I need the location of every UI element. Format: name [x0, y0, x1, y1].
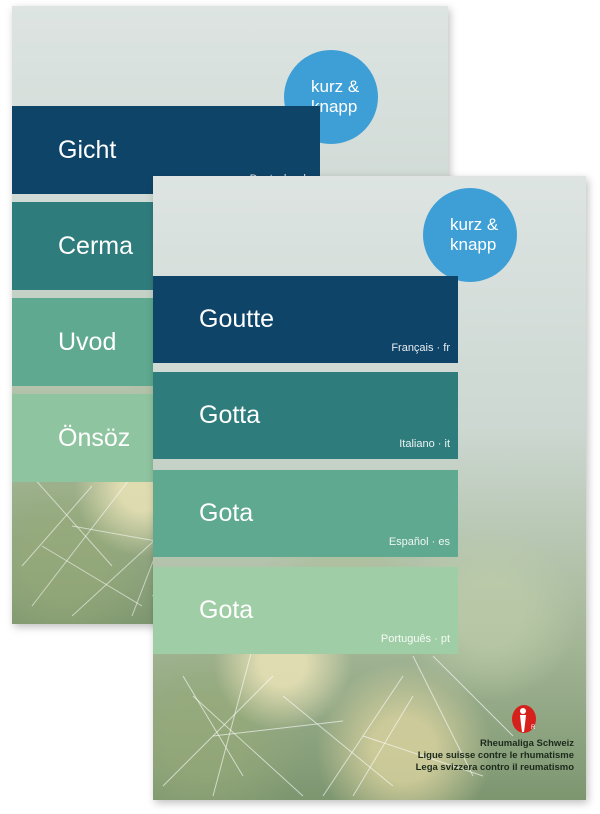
band-language: Français · fr	[391, 342, 450, 354]
band-language: Español · es	[388, 536, 450, 548]
title-band-pt: Gota Português · pt	[153, 567, 458, 654]
band-title: Uvod	[58, 328, 117, 356]
band-title: Gota	[199, 596, 254, 624]
booklet-cover-romance: kurz & knapp Goutte Français · fr Gotta …	[153, 176, 586, 800]
band-title: Gicht	[58, 136, 117, 164]
band-language: Italiano · it	[399, 438, 450, 450]
band-title: Goutte	[199, 305, 275, 333]
badge-line-1: kurz &	[450, 215, 499, 234]
org-line-fr: Ligue suisse contre le rhumatisme	[417, 750, 574, 761]
cactus-spines-texture	[162, 645, 514, 797]
title-band-it: Gotta Italiano · it	[153, 372, 458, 459]
band-language: Português · pt	[380, 633, 450, 645]
badge-line-1: kurz &	[311, 77, 360, 96]
band-title: Gota	[199, 499, 254, 527]
kurz-knapp-badge: kurz & knapp	[423, 188, 517, 282]
logo-letter: R	[531, 725, 536, 731]
band-title: Cerma	[58, 232, 134, 260]
title-band-es: Gota Español · es	[153, 470, 458, 557]
band-title: Gotta	[199, 401, 261, 429]
organization-name: Rheumaliga Schweiz Ligue suisse contre l…	[416, 738, 574, 774]
org-line-de: Rheumaliga Schweiz	[480, 738, 574, 749]
badge-line-2: knapp	[450, 235, 497, 254]
title-band-fr: Goutte Français · fr	[153, 276, 458, 363]
badge-line-2: knapp	[311, 97, 358, 116]
org-line-it: Lega svizzera contro il reumatismo	[415, 762, 574, 773]
band-title: Önsöz	[58, 424, 131, 452]
rheumaliga-logo-icon: R	[512, 705, 536, 733]
